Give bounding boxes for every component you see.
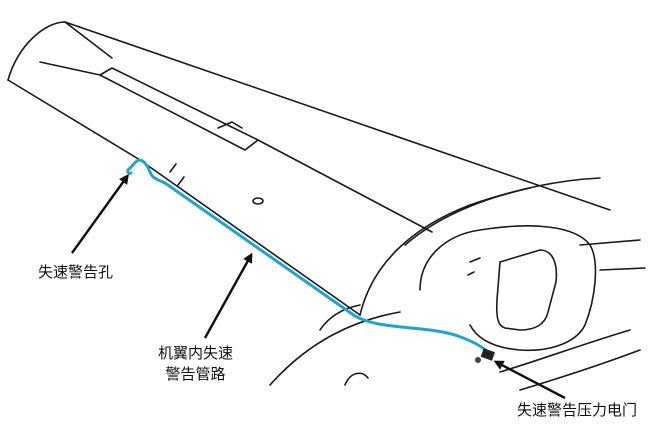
label-wing-tube-line1: 机翼内失速 xyxy=(158,344,234,362)
door-frame xyxy=(419,225,597,352)
fuselage-outline xyxy=(269,177,646,391)
wing-access-port xyxy=(252,197,264,205)
flap-line xyxy=(257,139,433,233)
wing-leading-edge-tip xyxy=(7,79,141,161)
aileron-hinge xyxy=(217,121,243,129)
cabin-roof-inner xyxy=(404,187,531,246)
label-wing-tube: 机翼内失速 警告管路 xyxy=(158,343,233,385)
wing-trailing-edge xyxy=(64,21,611,211)
wing-panel-line xyxy=(39,61,101,76)
pressure-switch xyxy=(475,348,496,363)
cabin-window xyxy=(495,249,558,331)
step-fairing xyxy=(344,372,369,386)
fuselage-lower-curve xyxy=(269,311,401,386)
wing-tip-edge xyxy=(7,21,113,81)
pointer-arrows xyxy=(71,173,566,400)
wing-leading-edge xyxy=(139,159,361,316)
stall-warning-hole-inlet xyxy=(126,163,135,175)
label-wing-tube-line2: 警告管路 xyxy=(165,365,226,383)
fuselage-bottom-line-2 xyxy=(519,349,641,391)
stall-warning-tube xyxy=(131,158,490,354)
wing-outline xyxy=(7,21,611,316)
fuselage-panel-lines xyxy=(579,239,646,271)
door-hinge-marks xyxy=(467,257,481,276)
wing-root-fairing xyxy=(319,304,361,331)
arrow-to-switch xyxy=(493,360,566,400)
label-stall-warning-hole: 失速警告孔 xyxy=(38,263,114,281)
hole-marker-dashes xyxy=(169,163,185,186)
fuselage-bottom-line xyxy=(499,329,631,373)
cabin-roof xyxy=(359,177,601,316)
arrow-to-tube xyxy=(203,252,253,339)
label-pressure-switch: 失速警告压力电门 xyxy=(517,401,638,419)
arrow-to-hole xyxy=(71,173,129,254)
